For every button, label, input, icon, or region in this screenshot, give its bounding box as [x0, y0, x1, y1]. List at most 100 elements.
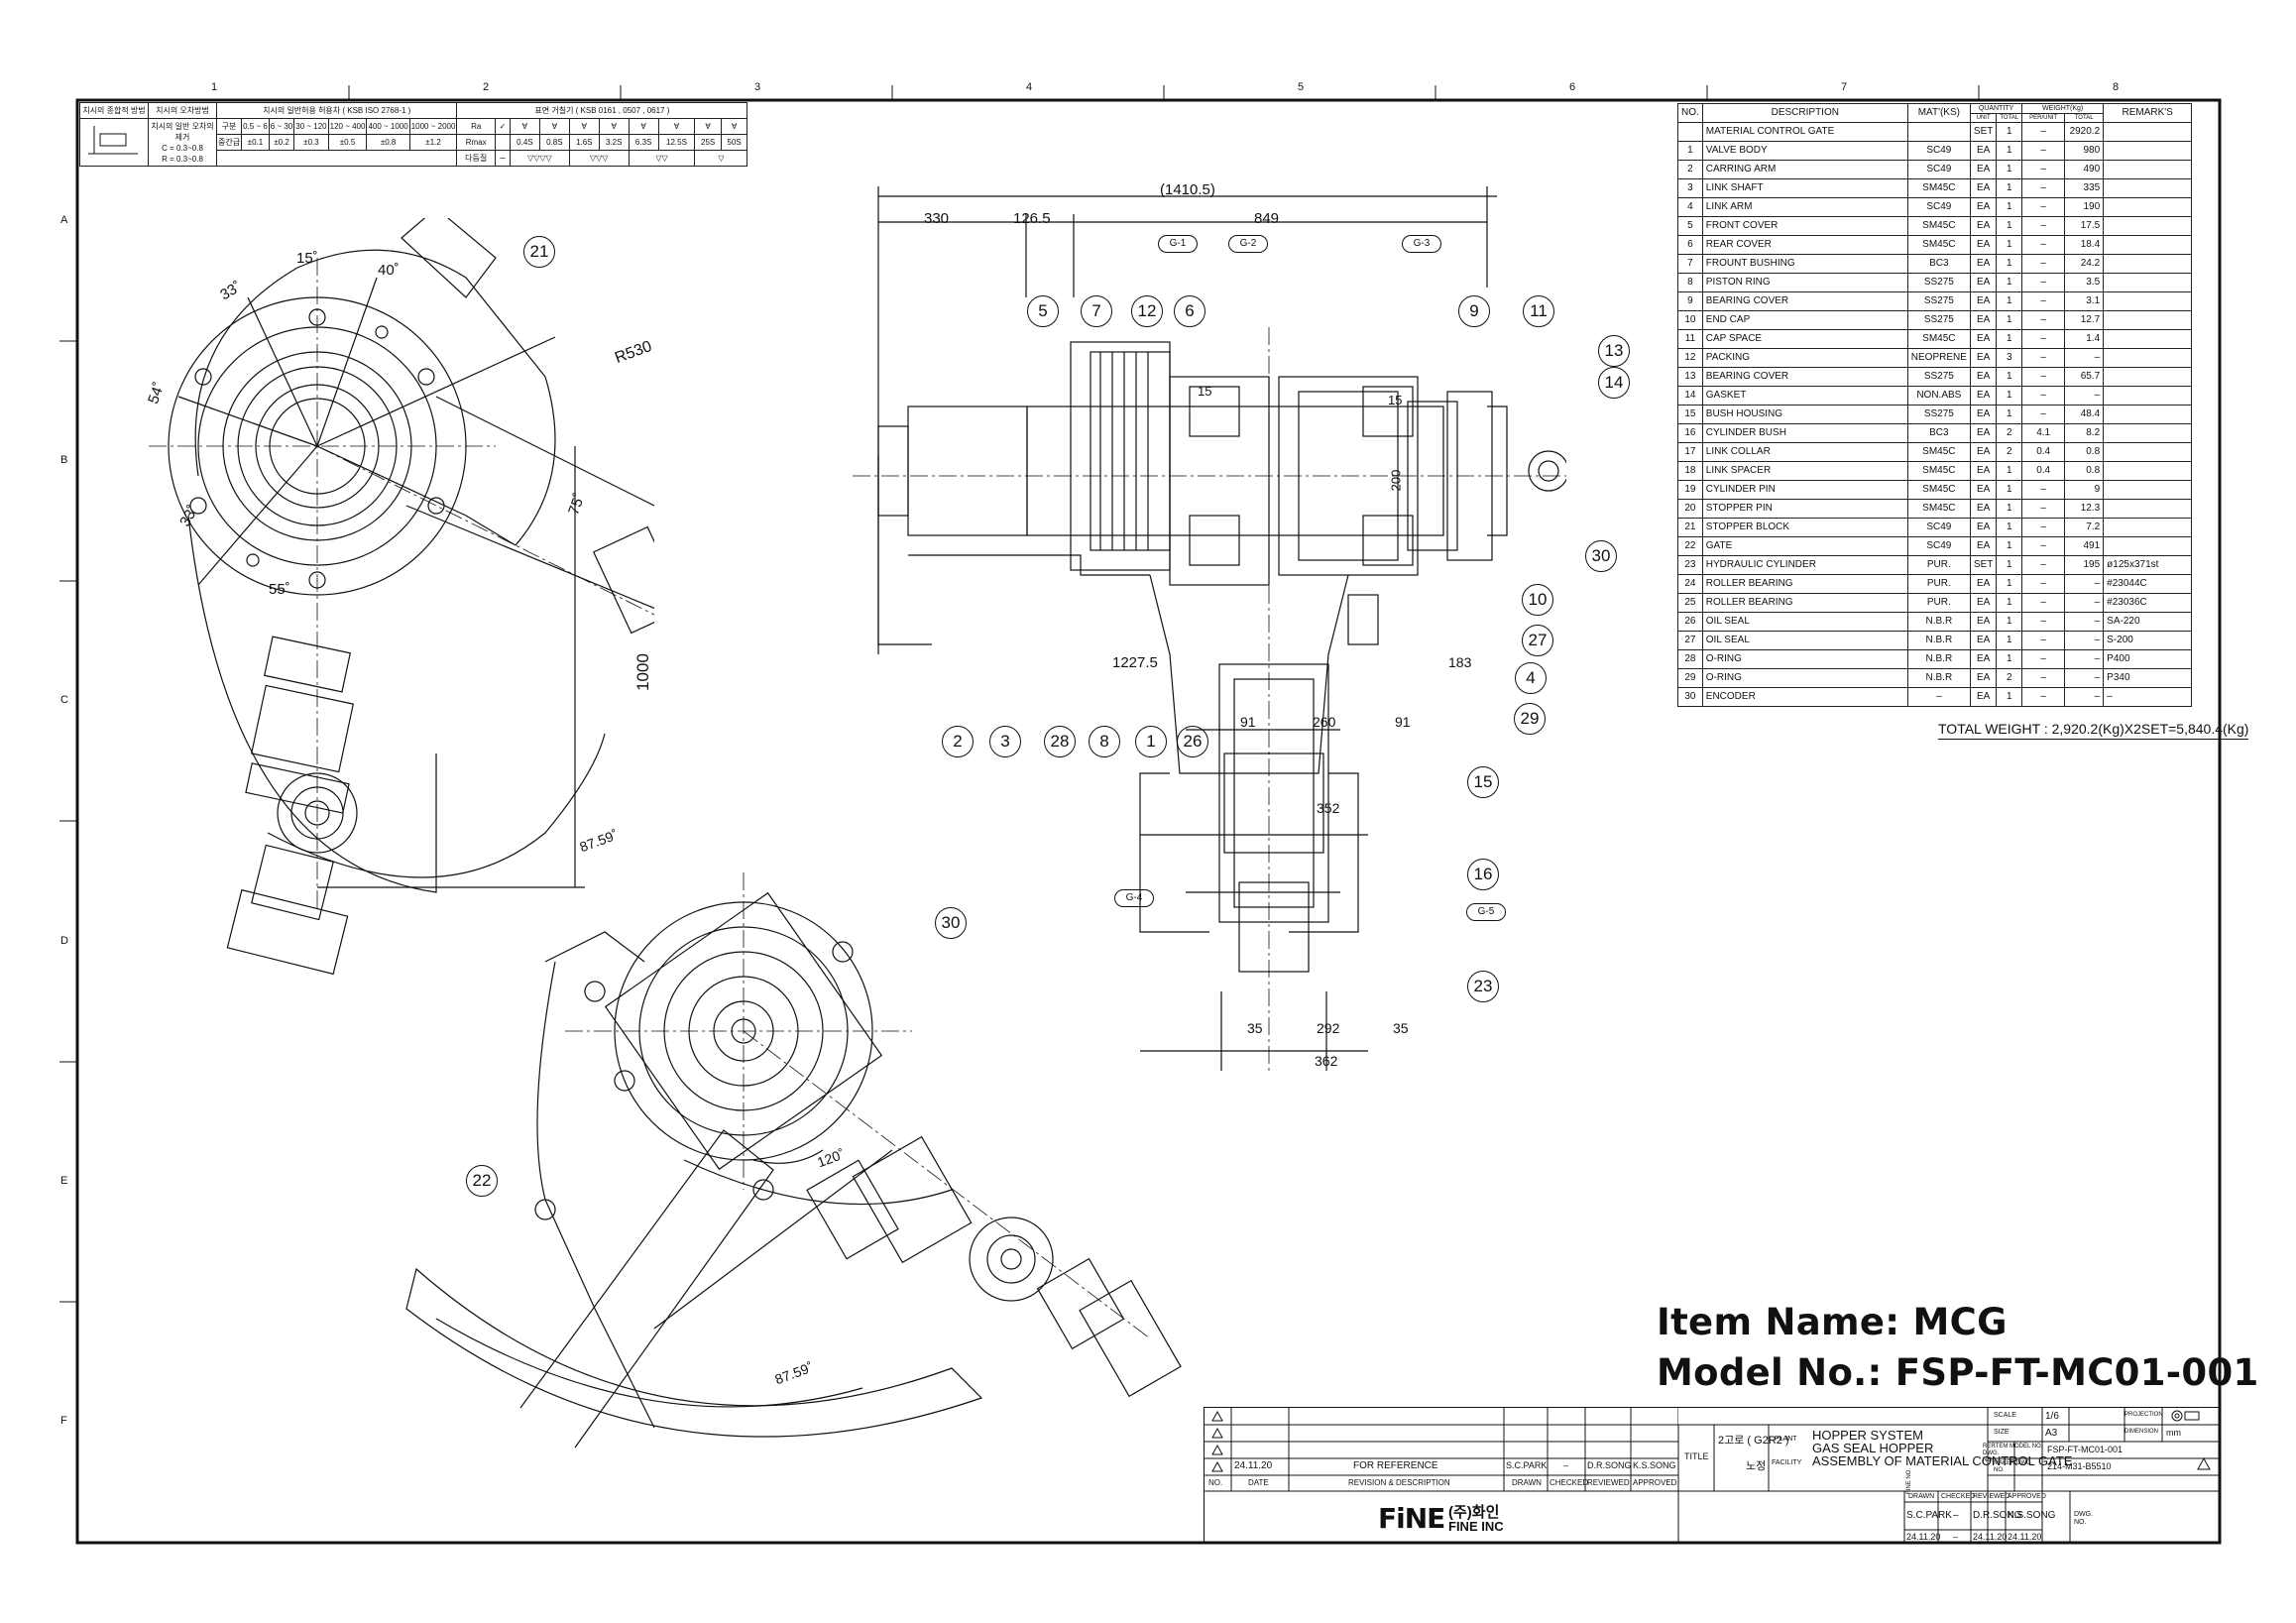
bom-cell: – [2064, 386, 2105, 406]
bom-cell: – [2021, 122, 2066, 142]
balloon-7: 7 [1081, 295, 1112, 327]
bom-cell: ROLLER BEARING [1701, 574, 1908, 594]
bom-cell: – [2021, 310, 2066, 330]
bom-cell: 30 [1677, 687, 1703, 707]
bom-cell: BUSH HOUSING [1701, 405, 1908, 424]
bom-cell: 1 [1996, 216, 2023, 236]
bom-cell [2103, 536, 2193, 556]
bom-cell [1677, 122, 1703, 142]
bom-cell: 1 [1996, 480, 2023, 500]
bom-cell: 1 [1996, 367, 2023, 387]
bom-cell: – [2021, 348, 2066, 368]
projection-label: PROJECTION [2124, 1412, 2163, 1418]
bom-cell: CYLINDER BUSH [1701, 423, 1908, 443]
dim-35-right: 35 [1393, 1020, 1409, 1036]
bom-cell: STOPPER BLOCK [1701, 518, 1908, 537]
dim-91-left: 91 [1240, 714, 1256, 730]
grid-col-4: 4 [1026, 81, 1033, 93]
bom-cell: 0.4 [2021, 461, 2066, 481]
dim-126: 126.5 [1013, 210, 1051, 227]
bom-cell: LINK ARM [1701, 197, 1908, 217]
dim-292: 292 [1317, 1020, 1340, 1036]
bom-cell: N.B.R [1906, 668, 1971, 688]
bom-cell: END CAP [1701, 310, 1908, 330]
tol-sym3: ▽▽▽ [568, 150, 630, 167]
bom-cell: PUR. [1906, 593, 1971, 613]
tol-row1-c4: 120 ~ 400 [327, 118, 368, 135]
bom-cell: 10 [1677, 310, 1703, 330]
bom-cell: – [2021, 386, 2066, 406]
bom-cell: S-200 [2103, 631, 2193, 650]
view-top-left [149, 218, 654, 976]
bom-cell: 0.8 [2064, 442, 2105, 462]
bom-cell: 1 [1996, 499, 2023, 519]
dim-a55: 55˚ [269, 581, 290, 598]
bom-cell: NEOPRENE [1906, 348, 1971, 368]
company-logo: FiNE [1378, 1502, 1445, 1535]
dim-35-left: 35 [1247, 1020, 1263, 1036]
bom-cell: – [2064, 612, 2105, 632]
bom-cell: EA [1969, 423, 1998, 443]
bom-cell: 4.1 [2021, 423, 2066, 443]
bom-cell: REAR COVER [1701, 235, 1908, 255]
bom-cell: SC49 [1906, 518, 1971, 537]
bom-cell: OIL SEAL [1701, 631, 1908, 650]
tol-row2-c0: 중간급 [215, 134, 243, 151]
tol-general-title: 치시의 일반허용 허용차 ( KSB ISO 2768-1 ) [215, 102, 458, 119]
bom-cell [2103, 499, 2193, 519]
balloon-10: 10 [1522, 584, 1553, 616]
sign-h-checked: CHECKED [1941, 1493, 1976, 1500]
bom-cell: 22 [1677, 536, 1703, 556]
tol-row1-c2: 6 ~ 30 [268, 118, 295, 135]
bom-cell: BC3 [1906, 423, 1971, 443]
tol-row1-c5: 400 ~ 1000 [366, 118, 410, 135]
bom-cell: O-RING [1701, 649, 1908, 669]
sign-h-reviewed: REVIEWED [1973, 1493, 2010, 1500]
bom-cell: 1 [1996, 687, 2023, 707]
tolerance-table: 치시의 종합적 방법 치시의 오차방법 치시의 일반허용 허용차 ( KSB I… [79, 102, 748, 167]
bom-cell: 6 [1677, 235, 1703, 255]
bom-cell: EA [1969, 499, 1998, 519]
bom-cell: 1 [1996, 631, 2023, 650]
bom-cell: 1 [1996, 310, 2023, 330]
bom-cell: HYDRAULIC CYLINDER [1701, 555, 1908, 575]
bom-cell: – [2064, 348, 2105, 368]
balloon-29: 29 [1514, 703, 1546, 735]
bom-cell [2103, 291, 2193, 311]
bom-cell: STOPPER PIN [1701, 499, 1908, 519]
tol-check-symbol: ✓ [495, 118, 511, 135]
bom-cell: – [2021, 197, 2066, 217]
grid-row-e: E [60, 1175, 68, 1187]
bom-cell: 5 [1677, 216, 1703, 236]
bom-cell: MATERIAL CONTROL GATE [1701, 122, 1908, 142]
bom-cell: 16 [1677, 423, 1703, 443]
view-center-section [853, 186, 1566, 1071]
bom-cell: 24 [1677, 574, 1703, 594]
bom-cell: SET [1969, 122, 1998, 142]
bom-cell: 13 [1677, 367, 1703, 387]
tol-chamfer-r: R = 0.3~0.8 [162, 154, 203, 164]
bom-cell: – [2021, 631, 2066, 650]
bom-cell: SM45C [1906, 216, 1971, 236]
bom-cell: 1 [1996, 649, 2023, 669]
dim-15-left: 15 [1198, 384, 1212, 399]
bom-cell [2103, 518, 2193, 537]
rev-date: 24.11.20 [1234, 1460, 1273, 1471]
bom-cell: EA [1969, 216, 1998, 236]
bom-cell: 1 [1996, 273, 2023, 292]
section-tag-g1: G-1 [1158, 235, 1198, 253]
bom-cell: 21 [1677, 518, 1703, 537]
rev-h-date: DATE [1248, 1478, 1269, 1487]
revision-grid [1205, 1408, 1678, 1544]
bom-cell: EA [1969, 687, 1998, 707]
bom-cell: ENCODER [1701, 687, 1908, 707]
title-line-3: ASSEMBLY OF MATERIAL CONTROL GATE [1812, 1453, 2073, 1468]
balloon-2: 2 [942, 726, 974, 757]
bom-cell: 1 [1996, 329, 2023, 349]
bom-cell [2103, 122, 2193, 142]
